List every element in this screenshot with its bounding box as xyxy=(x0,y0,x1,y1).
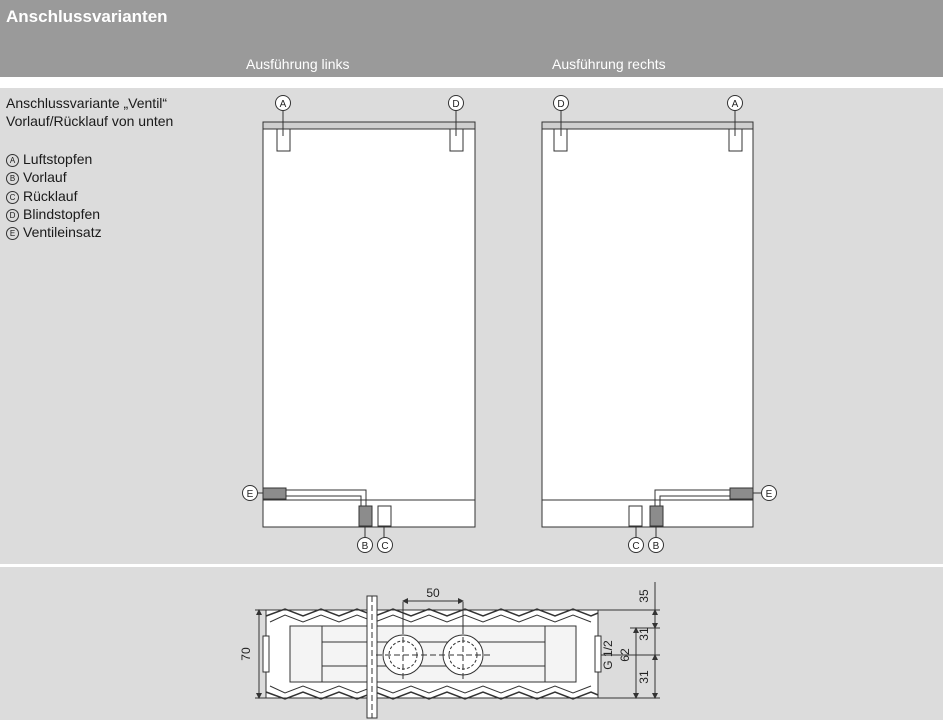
top-bar-right xyxy=(541,121,754,130)
end-cap-left xyxy=(262,635,270,673)
legend-key-d: D xyxy=(6,208,19,222)
section-view-drawing xyxy=(255,582,660,719)
dim-text-31-top: 31 xyxy=(637,627,651,641)
callout-c: C xyxy=(381,541,388,552)
radiator-right-drawing xyxy=(541,110,761,538)
legend-item: E Ventileinsatz xyxy=(6,223,173,241)
dim-text-31-bottom: 31 xyxy=(637,670,651,684)
thread-label: G 1/2 xyxy=(601,640,615,670)
variant-subtitle: Vorlauf/Rücklauf von unten xyxy=(6,113,174,129)
callout-a: A xyxy=(280,99,287,110)
callout-b: B xyxy=(362,541,369,552)
legend-key-a: A xyxy=(6,154,19,167)
legend-key-b: B xyxy=(6,172,19,186)
callouts-right: D A E C B xyxy=(553,95,777,553)
flow-b-right xyxy=(649,505,664,527)
callout-a: A xyxy=(732,99,739,110)
legend-item: A Luftstopfen xyxy=(6,150,173,168)
radiator-body-left xyxy=(262,121,476,528)
dim-text-70: 70 xyxy=(239,647,253,661)
bottom-fins xyxy=(265,691,599,700)
callouts-left: A D E B C xyxy=(242,95,464,553)
top-bar-left xyxy=(262,121,476,130)
variant-name: Anschlussvariante „Ventil“ xyxy=(6,95,168,111)
legend-item: D Blindstopfen xyxy=(6,205,173,223)
radiator-body-right xyxy=(541,121,754,528)
column-label-right: Ausführung rechts xyxy=(552,56,666,72)
water-channel xyxy=(289,625,577,683)
column-label-left: Ausführung links xyxy=(246,56,350,72)
callout-d: D xyxy=(557,99,564,110)
return-c-left xyxy=(377,505,392,527)
legend-item: C Rücklauf xyxy=(6,187,173,205)
pipe-e-right xyxy=(654,489,730,506)
callout-b: B xyxy=(653,541,660,552)
callout-e: E xyxy=(247,489,254,500)
legend-label: Rücklauf xyxy=(23,187,78,204)
section-header: Anschlussvarianten Ausführung links Ausf… xyxy=(0,0,943,77)
end-cap-right xyxy=(594,635,602,673)
dim-text-50: 50 xyxy=(426,586,440,600)
top-fins xyxy=(265,608,599,617)
top-fins-inner xyxy=(269,614,592,623)
dim-text-35: 35 xyxy=(637,589,651,603)
callout-e: E xyxy=(766,489,773,500)
legend-label: Blindstopfen xyxy=(23,205,101,222)
radiator-left-drawing xyxy=(258,110,476,538)
valve-insert-e-right xyxy=(729,487,754,500)
pipe-e-left xyxy=(286,489,367,506)
legend-item: B Vorlauf xyxy=(6,168,173,186)
valve-insert-e-left xyxy=(262,487,287,500)
legend-list: A Luftstopfen B Vorlauf C Rücklauf D Blindst… xyxy=(6,150,173,241)
legend-label: Ventileinsatz xyxy=(23,224,102,241)
return-c-right xyxy=(628,505,643,527)
variant-description: Anschlussvariante „Ventil“ Vorlauf/Rückl… xyxy=(6,94,173,241)
legend-label: Vorlauf xyxy=(23,169,67,186)
section-title: Anschlussvarianten xyxy=(6,7,168,26)
dimension-labels: 50 70 35 31 31 62 G 1/2 xyxy=(239,586,651,684)
callout-c: C xyxy=(632,541,639,552)
callout-d: D xyxy=(452,99,459,110)
legend-label: Luftstopfen xyxy=(23,151,93,167)
legend-key-e: E xyxy=(6,227,19,241)
flow-b-left xyxy=(358,505,373,527)
bottom-fins-inner xyxy=(269,685,592,694)
legend-key-c: C xyxy=(6,190,19,204)
dim-text-62: 62 xyxy=(618,648,632,662)
